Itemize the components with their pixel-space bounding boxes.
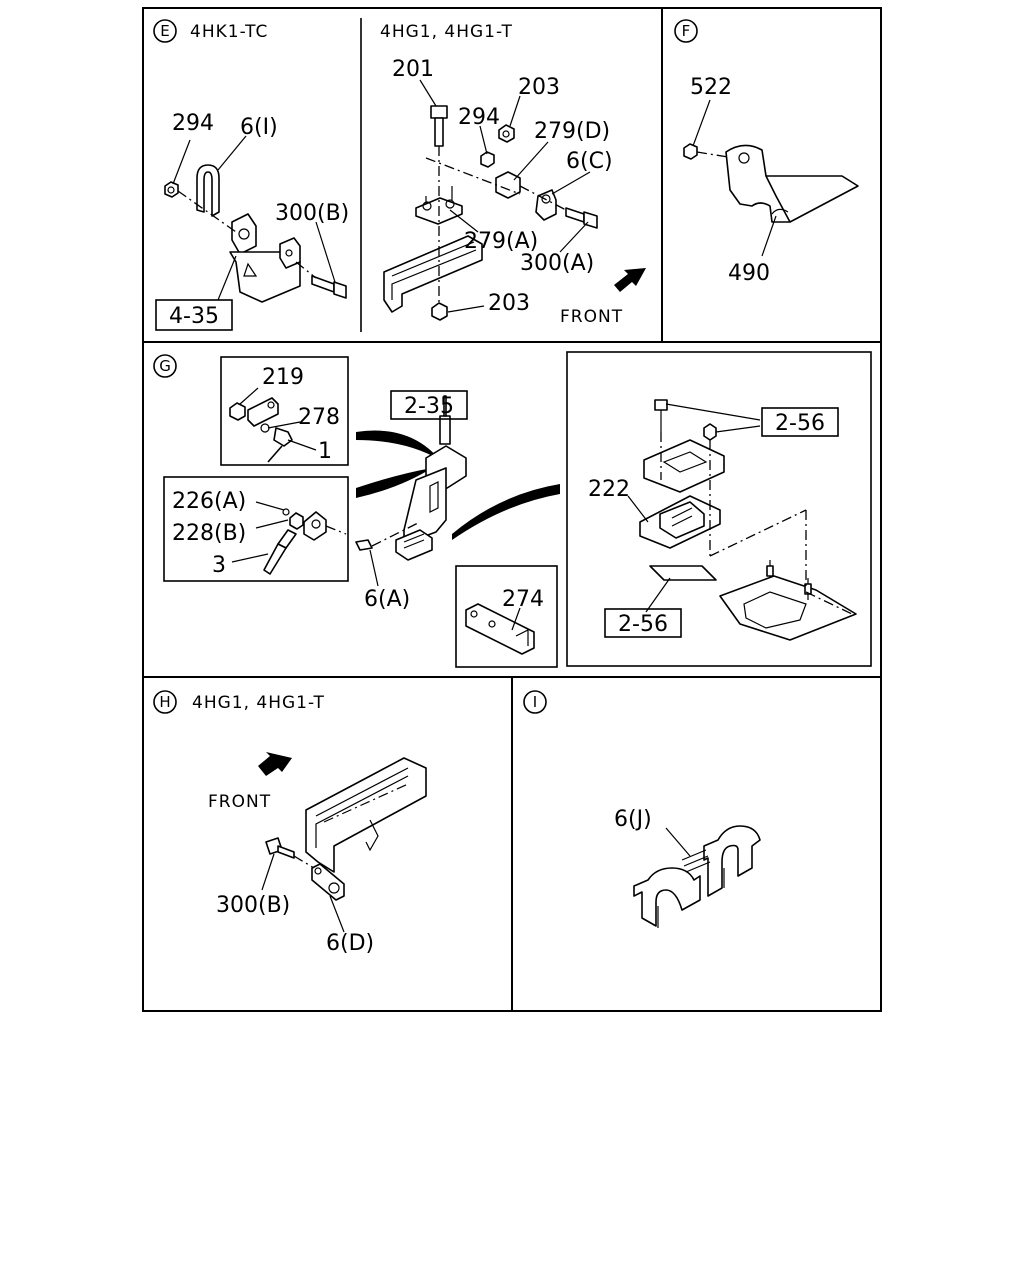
nut-icon: [431, 302, 448, 321]
reference-box: [604, 608, 682, 638]
callout-300-a: 300(A): [520, 251, 594, 276]
reference-4-35: 4-35: [169, 304, 219, 329]
callout-278: 278: [298, 405, 340, 430]
callout-3: 3: [212, 553, 226, 578]
clip-icon: [535, 189, 557, 221]
section-f: F 522 490: [674, 19, 859, 286]
front-arrow-icon: [614, 268, 646, 292]
reference-box: [155, 299, 233, 331]
bolt-icon: [565, 207, 598, 229]
callout-490: 490: [728, 261, 770, 286]
callout-274: 274: [502, 587, 544, 612]
callout-279-d: 279(D): [534, 119, 610, 144]
frame-rail-icon: [383, 235, 483, 313]
bracket-icon: [229, 213, 301, 303]
callout-6-c: 6(C): [566, 149, 613, 174]
bracket-icon: [725, 144, 859, 223]
section-e2: 4HG1, 4HG1-T: [380, 22, 646, 327]
rod-icon: [263, 508, 327, 575]
callout-6-j: 6(J): [614, 807, 652, 832]
clip-icon: [196, 164, 220, 217]
front-label: FRONT: [560, 307, 623, 327]
nut-icon: [683, 143, 698, 160]
reference-2-35: 2-35: [404, 394, 454, 419]
front-label: FRONT: [208, 792, 271, 812]
nut-icon: [164, 181, 179, 198]
reference-2-56: 2-56: [775, 411, 825, 436]
reference-box: [390, 390, 468, 420]
connector-swoosh: [452, 484, 560, 540]
bolt-icon: [265, 837, 295, 859]
mount-icon: [639, 399, 857, 641]
detail-box: [220, 356, 349, 466]
callout-6-i: 6(I): [240, 115, 278, 140]
detail-box: [566, 351, 872, 667]
front-arrow-icon: [258, 752, 292, 776]
section-marker-label: E: [160, 22, 169, 40]
callout-294: 294: [458, 105, 500, 130]
bracket-icon: [495, 171, 521, 199]
callout-279-a: 279(A): [464, 229, 538, 254]
nut-icon: [480, 151, 495, 168]
callout-300-b: 300(B): [275, 201, 349, 226]
detail-box: [163, 476, 349, 582]
callout-228-b: 228(B): [172, 521, 246, 546]
nut-icon: [498, 124, 515, 143]
callout-201: 201: [392, 57, 434, 82]
callout-203: 203: [488, 291, 530, 316]
frame-rail-icon: [305, 757, 427, 873]
section-marker-circle: [153, 19, 177, 43]
reference-2-56: 2-56: [618, 612, 668, 637]
section-g: G 219 278 1 226(A): [153, 351, 872, 668]
section-header: 4HG1, 4HG1-T: [380, 22, 513, 42]
bar-icon: [465, 603, 535, 655]
section-marker-circle: [153, 354, 177, 378]
section-marker-circle: [153, 690, 177, 714]
section-marker-label: G: [159, 357, 171, 375]
callout-294: 294: [172, 111, 214, 136]
callout-226-a: 226(A): [172, 489, 246, 514]
section-h: H 4HG1, 4HG1-T FRONT 300(B) 6(D): [153, 690, 427, 956]
callout-222: 222: [588, 477, 630, 502]
callout-522: 522: [690, 75, 732, 100]
section-marker-circle: [674, 19, 698, 43]
callout-6-a: 6(A): [364, 587, 410, 612]
connector-swoosh: [356, 468, 432, 498]
section-marker-circle: [523, 690, 547, 714]
callout-300-b: 300(B): [216, 893, 290, 918]
bolt-icon: [430, 105, 448, 147]
clip-icon: [311, 863, 345, 901]
bolt-icon: [311, 275, 347, 299]
double-clip-icon: [633, 825, 761, 928]
section-i: I 6(J): [523, 690, 761, 928]
section-e: E 4HK1-TC 294: [153, 19, 349, 331]
section-marker-label: I: [533, 693, 537, 711]
callout-203: 203: [518, 75, 560, 100]
section-header: 4HG1, 4HG1-T: [192, 693, 325, 713]
connector-swoosh: [356, 430, 440, 460]
section-header: 4HK1-TC: [190, 22, 268, 42]
callout-6-d: 6(D): [326, 931, 374, 956]
reference-box: [761, 407, 839, 437]
section-marker-label: F: [682, 22, 691, 40]
link-icon: [229, 397, 293, 463]
detail-box: [455, 565, 558, 668]
callout-219: 219: [262, 365, 304, 390]
callout-1: 1: [318, 439, 332, 464]
section-marker-label: H: [159, 693, 170, 711]
